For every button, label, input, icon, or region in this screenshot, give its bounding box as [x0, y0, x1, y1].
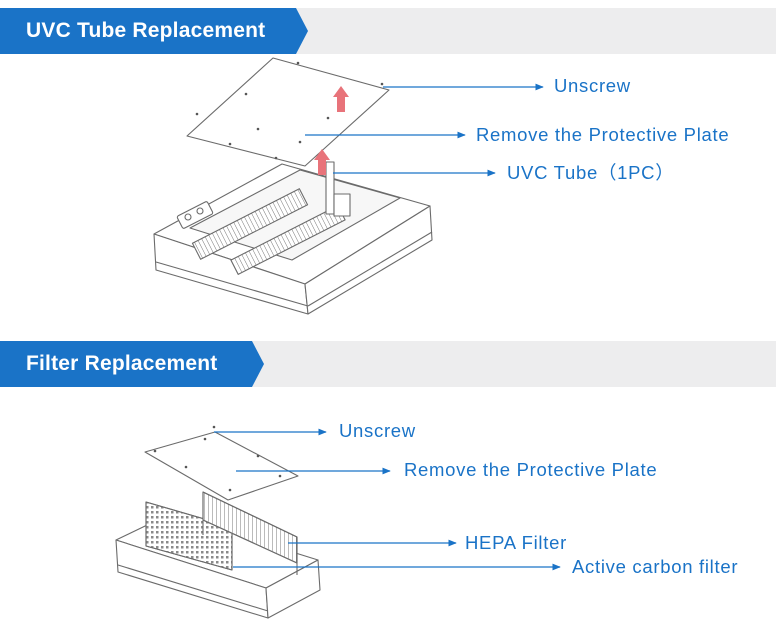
callout-hepa-filter: HEPA Filter: [465, 532, 567, 553]
callout-lines-filter: [214, 428, 561, 571]
uvc-machine-illustration: [153, 57, 433, 315]
protective-plate: [186, 57, 390, 167]
section-header-filter: Filter Replacement: [0, 341, 776, 387]
screw-dots: [195, 61, 384, 160]
callout-remove-plate-uvc: Remove the Protective Plate: [476, 124, 730, 145]
device-front-right: [265, 559, 321, 619]
callout-remove-plate-filter: Remove the Protective Plate: [404, 459, 658, 480]
header-tab: UVC Tube Replacement: [0, 8, 308, 54]
uvc-tube: [325, 161, 335, 215]
filter-machine-illustration: [115, 425, 321, 619]
header-tab: Filter Replacement: [0, 341, 264, 387]
section-header-uvc: UVC Tube Replacement: [0, 8, 776, 54]
removal-arrow: [333, 86, 349, 112]
device-front-right: [304, 205, 433, 315]
callout-uvc-tube: UVC Tube（1PC）: [507, 162, 675, 183]
section-title-uvc: UVC Tube Replacement: [26, 19, 266, 42]
protective-plate: [144, 431, 299, 501]
section-title-filter: Filter Replacement: [26, 352, 218, 375]
screw-dots: [153, 425, 282, 492]
callout-unscrew-uvc: Unscrew: [554, 75, 631, 96]
callout-unscrew-filter: Unscrew: [339, 420, 416, 441]
callout-lines-uvc: [305, 83, 544, 177]
removal-arrow: [314, 149, 330, 175]
callout-active-carbon-filter: Active carbon filter: [572, 556, 739, 577]
